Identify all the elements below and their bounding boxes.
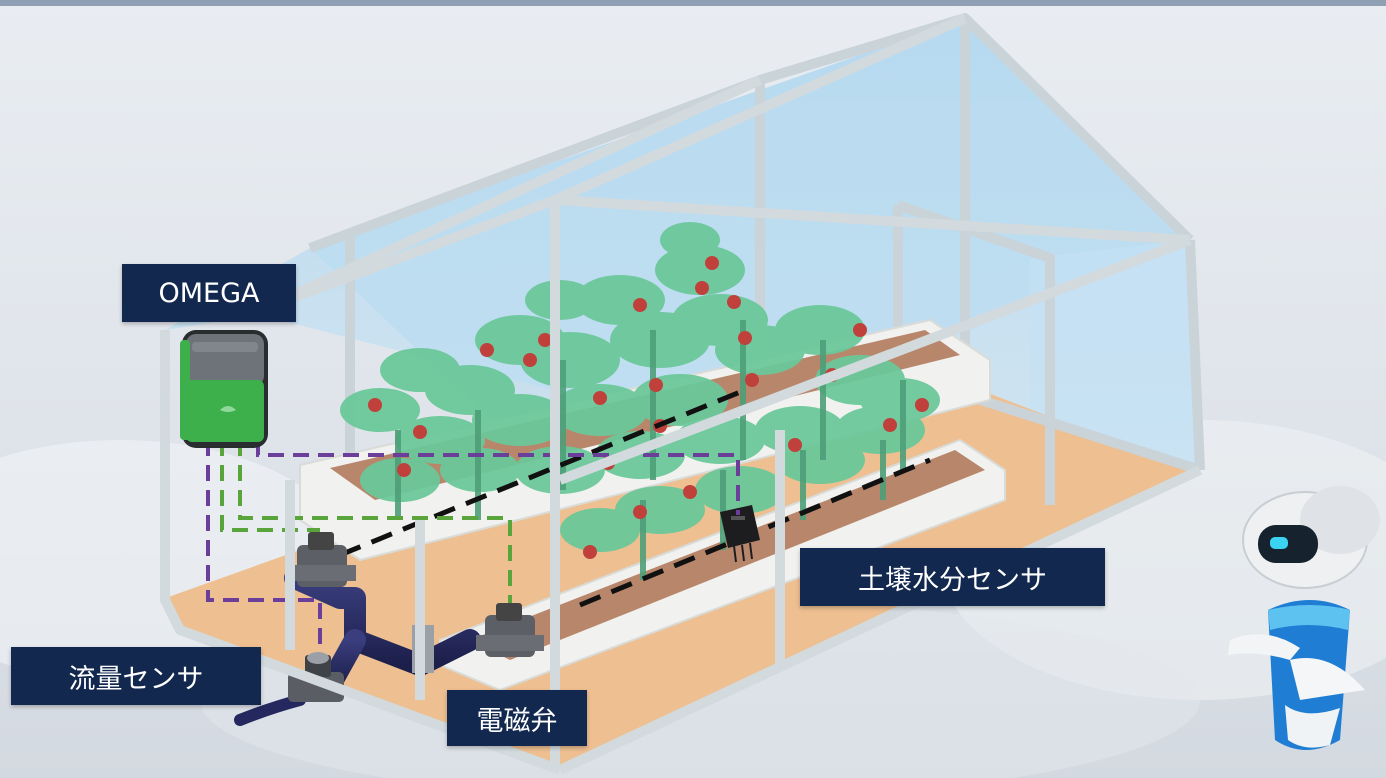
- flow-sensor-label: 流量センサ: [11, 647, 261, 705]
- omega-controller: [180, 330, 268, 448]
- purple-signal-wires: [206, 440, 740, 665]
- top-border: [0, 0, 1386, 6]
- soil-moisture-sensor-label: 土壌水分センサ: [800, 548, 1105, 606]
- tomato-plants: [340, 222, 940, 580]
- robot-mascot: [1228, 486, 1380, 750]
- omega-label: OMEGA: [122, 264, 296, 322]
- greenhouse-frame-back: [308, 13, 1205, 520]
- soil-moisture-sensor: [720, 505, 760, 563]
- solenoid-valve-1: [288, 532, 356, 587]
- green-control-wires: [220, 440, 512, 615]
- solenoid-valve-2: [476, 603, 544, 657]
- solenoid-valve-label: 電磁弁: [447, 690, 587, 746]
- greenhouse-frame-front: [160, 13, 1203, 775]
